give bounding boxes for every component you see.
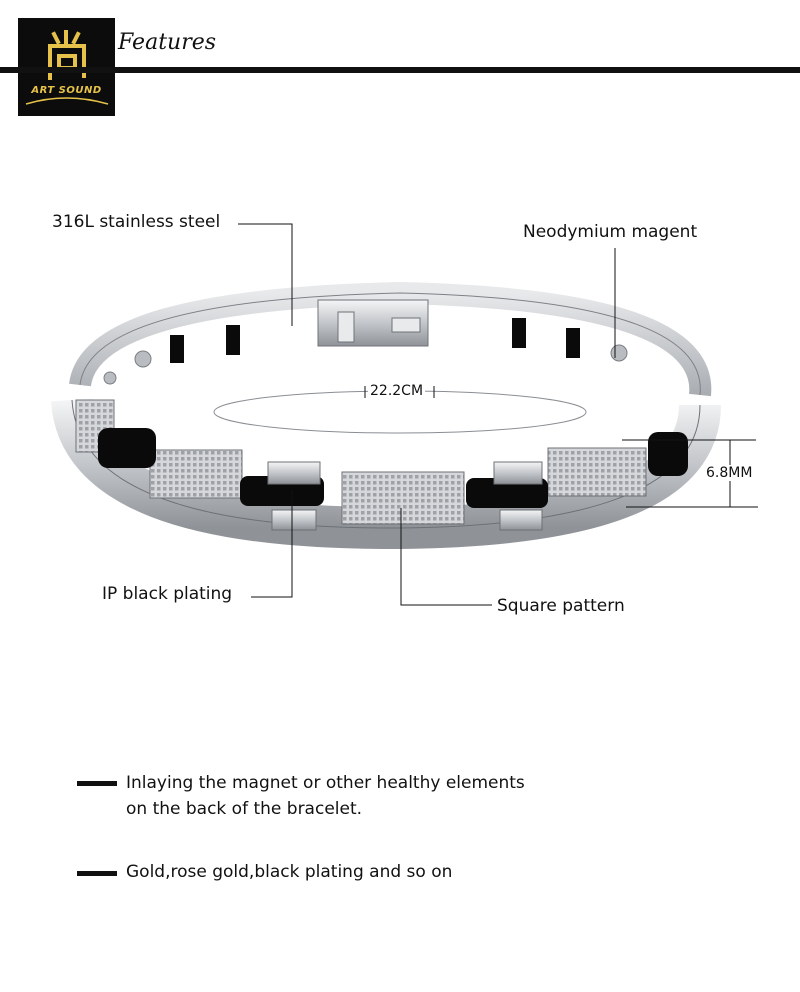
black-insert	[170, 335, 184, 363]
brand-mark-icon	[48, 30, 86, 80]
black-insert	[512, 318, 526, 348]
magnet-icon	[103, 371, 117, 385]
square-pattern-plate	[341, 471, 465, 525]
material-label: 316L stainless steel	[52, 212, 221, 232]
material-leader	[238, 223, 293, 326]
feature-item: Inlaying the magnet or other healthy ele…	[126, 770, 525, 822]
bracelet-image	[51, 223, 758, 606]
clasp	[317, 299, 429, 347]
pattern-leader	[400, 508, 492, 606]
black-insert	[466, 478, 548, 508]
feature-item: Gold,rose gold,black plating and so on	[126, 859, 452, 885]
square-pattern-plate	[547, 447, 647, 497]
plating-leader	[251, 490, 293, 598]
bullet-marker	[77, 781, 117, 786]
square-pattern-plate	[149, 449, 243, 499]
plating-label: IP black plating	[102, 584, 233, 604]
header-divider	[0, 67, 800, 73]
black-insert	[226, 325, 240, 355]
black-insert	[566, 328, 580, 358]
page-title: Features	[118, 30, 217, 55]
length-label: 22.2CM	[368, 383, 426, 399]
magnet-icon	[610, 344, 628, 362]
bullet-marker	[77, 871, 117, 876]
black-insert	[648, 432, 688, 476]
width-label: 6.8MM	[704, 465, 755, 481]
magnet-label: Neodymium magent	[523, 222, 698, 242]
feature-line: Inlaying the magnet or other healthy ele…	[126, 773, 525, 793]
magnet-icon	[134, 350, 152, 368]
black-insert	[98, 428, 156, 468]
feature-line: Gold,rose gold,black plating and so on	[126, 862, 453, 882]
brand-name: ART SOUND	[31, 85, 102, 96]
feature-line: on the back of the bracelet.	[126, 799, 363, 819]
pattern-label: Square pattern	[497, 596, 625, 616]
